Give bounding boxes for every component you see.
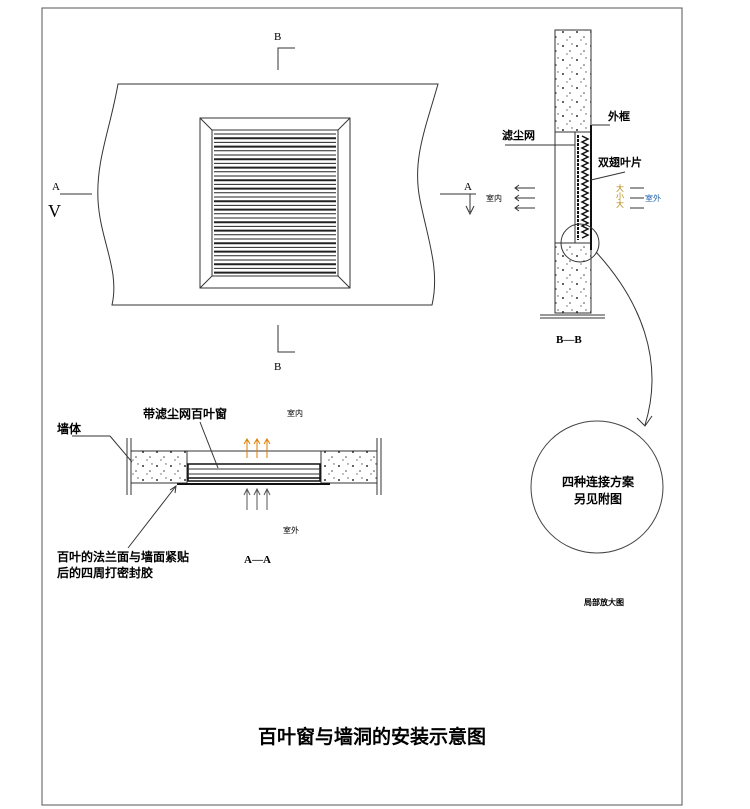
arrow-v-label: V	[48, 201, 61, 221]
outdoor-label-aa: 室外	[283, 525, 299, 535]
blades-label: 双翅叶片	[598, 155, 642, 169]
wall-label: 墙体	[57, 421, 82, 436]
section-a-label-left: A	[52, 181, 60, 193]
section-a-label-right: A	[464, 181, 472, 193]
outdoor-label-bb: 室外	[645, 193, 661, 203]
detail-circle-marker	[560, 223, 600, 263]
note-line-1: 百叶的法兰面与墙面紧贴	[57, 549, 189, 564]
section-b-label-top: B	[274, 31, 281, 43]
louver-blades	[214, 133, 336, 274]
section-aa-caption: A—A	[244, 554, 271, 566]
detail-caption: 局部放大图	[583, 597, 624, 607]
louver-section	[187, 463, 321, 482]
section-aa: 带滤尘网百叶窗 室内 墙体 室外 百叶的法兰面与墙面紧贴 后的四周打密封胶 A—…	[57, 406, 382, 580]
sheet-border	[41, 7, 683, 806]
indoor-label-aa: 室内	[287, 408, 303, 418]
note-line-2: 后的四周打密封胶	[57, 565, 153, 580]
section-bb: 外框 滤尘网 双翅叶片 室内 室外 大小大 B—B	[486, 29, 661, 427]
dust-filter-label: 滤尘网	[502, 128, 535, 142]
detail-line-1: 四种连接方案	[562, 474, 635, 489]
louver-label: 带滤尘网百叶窗	[143, 406, 227, 421]
blade-zigzag	[580, 135, 590, 239]
detail-enlarged: 四种连接方案 另见附图 局部放大图	[530, 420, 664, 607]
louver-frame	[199, 117, 351, 289]
section-bb-caption: B—B	[556, 334, 582, 346]
outer-frame-label: 外框	[607, 109, 630, 123]
wind-scale-label: 大小大	[616, 183, 625, 209]
section-b-label-bottom: B	[274, 361, 281, 373]
indoor-label-bb: 室内	[486, 193, 502, 203]
detail-line-2: 另见附图	[574, 491, 622, 506]
front-view: A V A B B	[48, 31, 476, 373]
drawing-title: 百叶窗与墙洞的安装示意图	[258, 725, 486, 748]
wall-outline	[97, 83, 439, 306]
